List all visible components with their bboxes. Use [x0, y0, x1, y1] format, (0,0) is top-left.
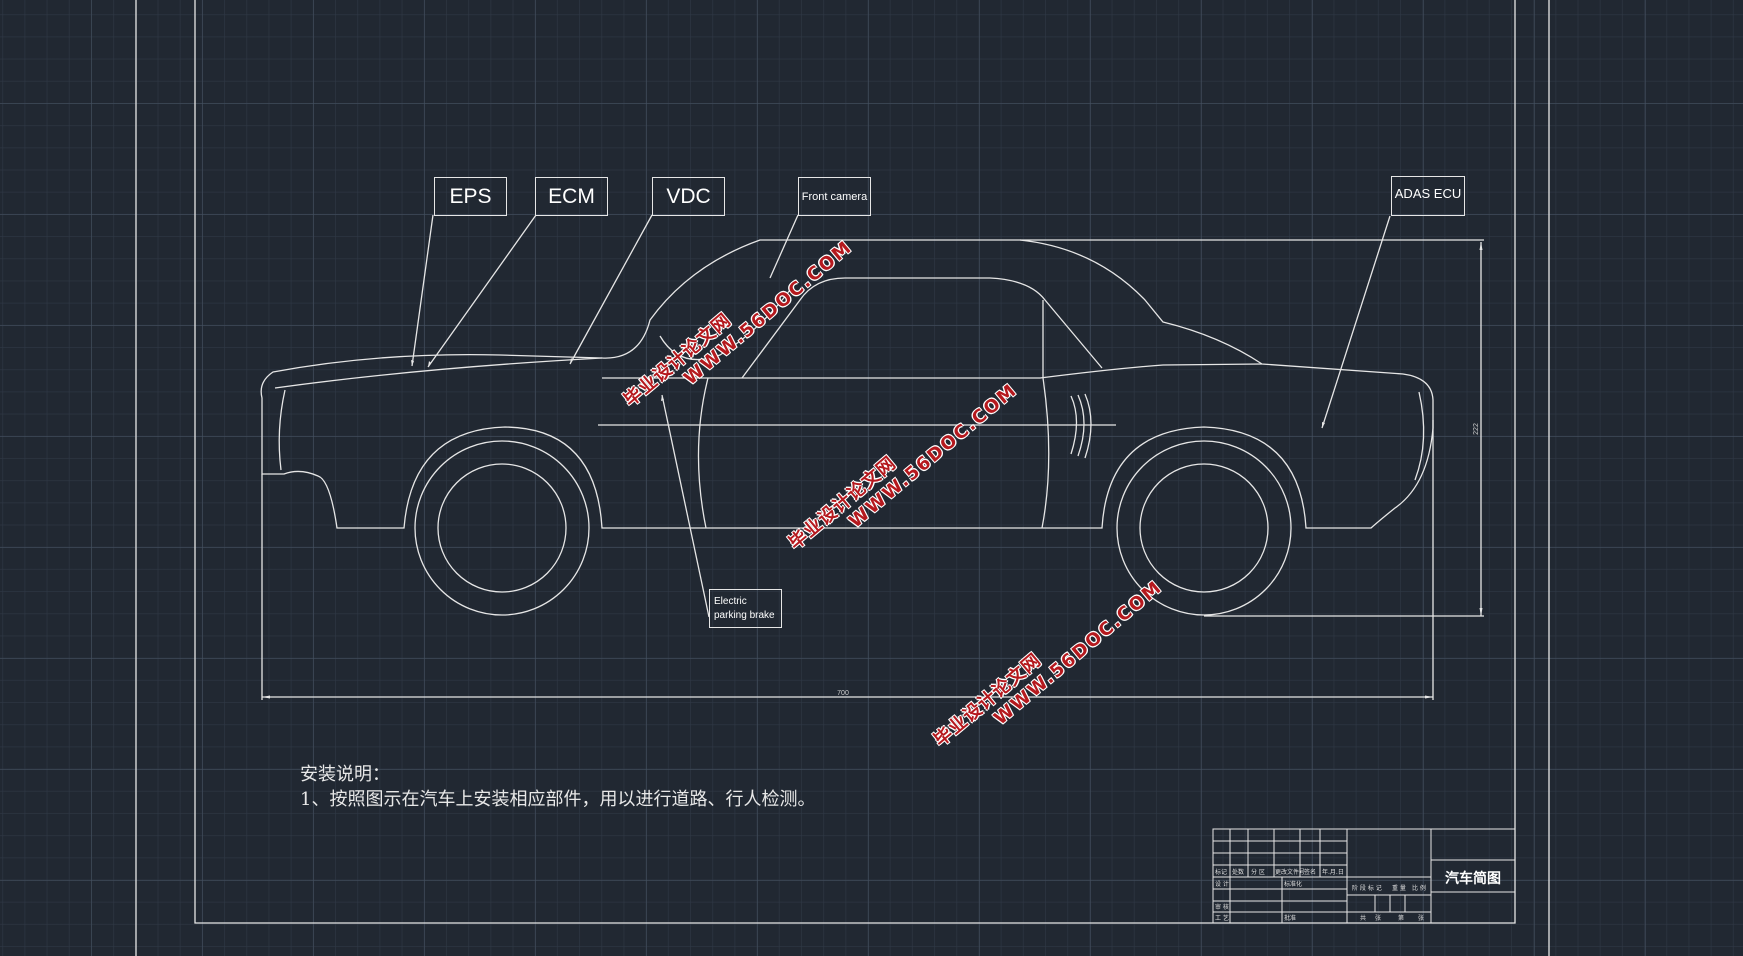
front-camera-leader — [769, 214, 799, 279]
label-front-camera: Front camera — [798, 177, 871, 216]
notes-line-1: 1、按照图示在汽车上安装相应部件，用以进行道路、行人检测。 — [300, 789, 816, 810]
label-vdc: VDC — [652, 177, 725, 216]
tb-row-label-2: 分 区 — [1251, 868, 1265, 876]
window-outline — [741, 277, 1103, 379]
tb-sheet-label-0: 共 — [1360, 914, 1366, 922]
length-dimension-text: 700 — [837, 690, 849, 697]
adas-leader — [1321, 215, 1391, 429]
eps-leader — [411, 214, 434, 367]
vdc-leader — [569, 214, 653, 365]
frame-inner — [194, 0, 1516, 924]
notes-heading: 安装说明： — [300, 764, 390, 785]
label-adas-ecu: ADAS ECU — [1391, 176, 1465, 216]
tb-side-label-2: 审 核 — [1215, 903, 1229, 911]
front-tire — [414, 440, 590, 616]
windshield-frame — [659, 289, 791, 361]
installation-notes: 安装说明： 1、按照图示在汽车上安装相应部件，用以进行道路、行人检测。 — [300, 762, 815, 812]
label-eps: EPS — [434, 177, 507, 216]
side-vent-1 — [1070, 395, 1078, 455]
hood-line — [274, 357, 603, 389]
tb-sheet-label-3: 张 — [1418, 914, 1424, 922]
title-block — [1212, 828, 1516, 924]
car-front-curve — [278, 389, 286, 471]
tb-stage-label-0: 阶 段 标 记 — [1352, 884, 1382, 892]
tb-row-label-5: 年.月.日 — [1322, 868, 1344, 876]
tb-row-label-3: 更改文件号 — [1275, 868, 1305, 876]
rear-rim — [1139, 463, 1269, 593]
ecm-leader — [427, 214, 537, 368]
tb-row-label-4: 签名 — [1304, 868, 1316, 876]
side-vent-2 — [1077, 394, 1085, 457]
tb-row-label-0: 标记 — [1215, 868, 1227, 876]
epb-line-1: Electric — [714, 595, 747, 607]
label-ecm: ECM — [535, 177, 608, 216]
beltline — [602, 363, 1263, 379]
rear-end — [1414, 391, 1425, 481]
epb-line-2: parking brake — [714, 609, 775, 621]
rear-door-line — [1041, 377, 1050, 529]
tb-stage-label-2: 比 例 — [1412, 884, 1426, 892]
epb-leader — [661, 394, 710, 618]
front-door-line — [697, 377, 709, 529]
side-vent-3 — [1084, 393, 1092, 459]
label-electric-parking-brake: Electric parking brake — [709, 589, 782, 628]
tb-row-label-1: 处数 — [1232, 868, 1244, 876]
tb-side-label-4: 批准 — [1284, 914, 1296, 922]
tb-sheet-label-2: 第 — [1398, 914, 1404, 922]
car-body-outline — [260, 239, 1434, 529]
tb-sheet-label-1: 张 — [1375, 914, 1381, 922]
front-rim — [437, 463, 567, 593]
tb-side-label-0: 设 计 — [1215, 880, 1229, 888]
height-dimension-text: 222 — [1473, 423, 1480, 435]
tb-drawing-title: 汽车简图 — [1445, 870, 1501, 887]
tb-side-label-1: 标准化 — [1284, 880, 1302, 888]
rear-tire — [1116, 440, 1292, 616]
tb-side-label-3: 工 艺 — [1215, 914, 1229, 922]
tb-stage-label-1: 重 量 — [1392, 884, 1406, 892]
